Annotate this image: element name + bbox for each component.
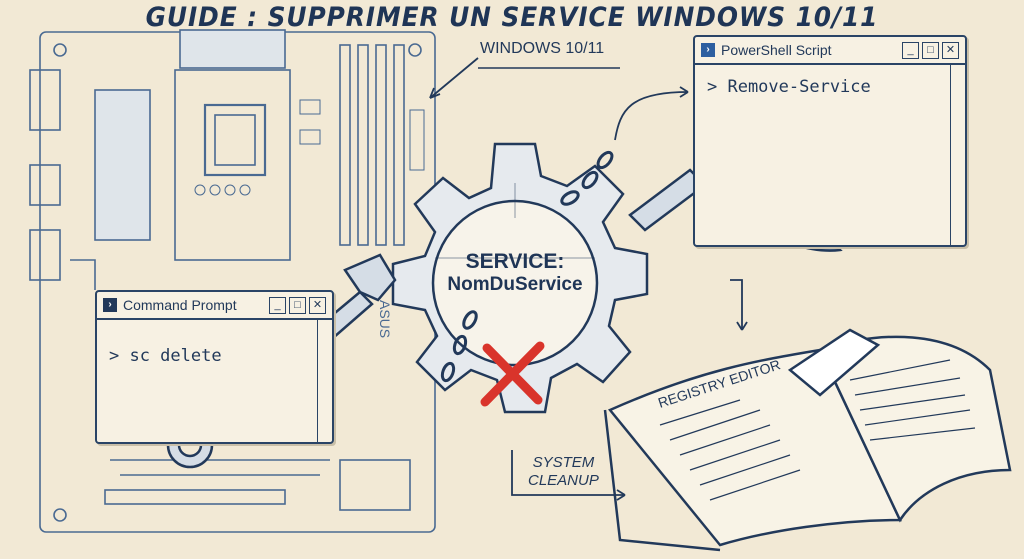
terminal-command: > Remove-Service: [707, 77, 871, 97]
powershell-window[interactable]: › PowerShell Script _□✕ > Remove-Service: [693, 35, 967, 247]
service-name: NomDuService: [447, 274, 583, 295]
window-title: PowerShell Script: [721, 42, 832, 58]
label-arrow: [429, 57, 479, 99]
maximize-button[interactable]: □: [289, 296, 306, 314]
service-heading: SERVICE:: [465, 250, 565, 273]
broken-chain: [440, 150, 614, 383]
service-label: SERVICE: NomDuService: [435, 250, 595, 296]
os-label: WINDOWS 10/11: [480, 40, 605, 57]
motherboard: [29, 29, 436, 533]
cleanup-line1: SYSTEM: [532, 454, 595, 471]
terminal-command: > sc delete: [109, 346, 222, 366]
minimize-button[interactable]: _: [269, 296, 286, 314]
book-icon: [603, 328, 1012, 552]
maximize-button[interactable]: □: [922, 41, 939, 59]
delete-cross-icon: [480, 341, 545, 407]
scrollbar[interactable]: [950, 63, 965, 245]
page-title: GUIDE : SUPPRIMER UN SERVICE WINDOWS 10/…: [145, 2, 879, 33]
cmd-icon: ›: [103, 298, 117, 312]
powershell-icon: ›: [701, 43, 715, 57]
cmd-window[interactable]: › Command Prompt _□✕ > sc delete: [95, 290, 334, 444]
board-logo: ASUS: [377, 300, 393, 338]
scrollbar[interactable]: [317, 318, 332, 442]
flow-arrows: [511, 86, 748, 501]
cleanup-label: SYSTEM CLEANUP: [528, 454, 599, 490]
close-button[interactable]: ✕: [309, 296, 326, 314]
minimize-button[interactable]: _: [902, 41, 919, 59]
cleanup-line2: CLEANUP: [528, 472, 599, 489]
close-button[interactable]: ✕: [942, 41, 959, 59]
window-title: Command Prompt: [123, 297, 237, 313]
